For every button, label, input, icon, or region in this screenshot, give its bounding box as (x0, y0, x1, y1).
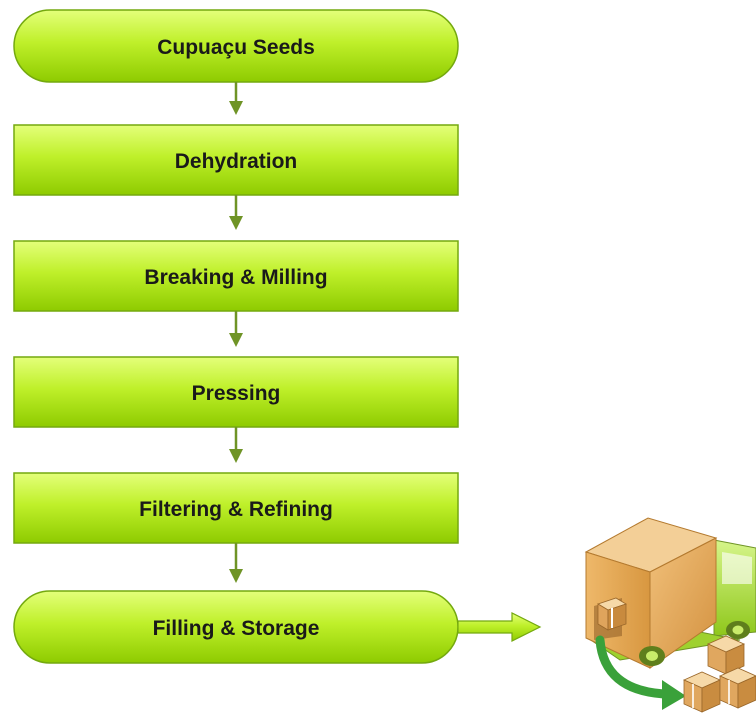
step-label: Filtering & Refining (139, 498, 333, 521)
step-breaking-milling: Breaking & Milling (13, 240, 459, 312)
step-label: Pressing (192, 382, 281, 405)
flow-arrow (229, 195, 243, 230)
step-cupuacu-seeds: Cupuaçu Seeds (13, 9, 459, 83)
step-dehydration: Dehydration (13, 124, 459, 196)
flow-arrow (229, 82, 243, 115)
step-label: Filling & Storage (153, 617, 320, 640)
delivery-truck-icon (584, 517, 756, 713)
flow-arrow (229, 427, 243, 463)
step-label: Breaking & Milling (144, 266, 327, 289)
flow-arrow (229, 311, 243, 347)
output-arrow (457, 612, 542, 642)
package-stack (683, 635, 756, 713)
step-filling-storage: Filling & Storage (13, 590, 459, 664)
step-label: Dehydration (175, 150, 298, 173)
step-label: Cupuaçu Seeds (157, 36, 315, 59)
step-filtering-refining: Filtering & Refining (13, 472, 459, 544)
flow-arrow (229, 543, 243, 583)
step-pressing: Pressing (13, 356, 459, 428)
